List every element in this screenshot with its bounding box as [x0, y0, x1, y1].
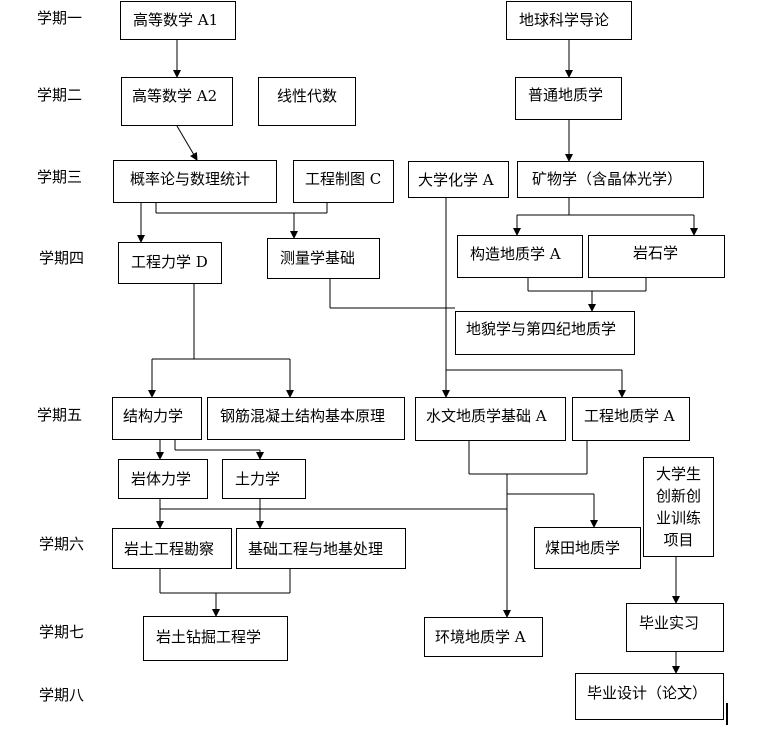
course-box-hydrogeology-a: 水文地质学基础 A	[415, 397, 566, 441]
course-box-mineralogy: 矿物学（含晶体光学）	[517, 161, 704, 198]
course-box-petrology: 岩石学	[588, 235, 725, 278]
semester-label-4: 学期四	[39, 249, 85, 267]
course-box-geomorphology-quaternary: 地貌学与第四纪地质学	[455, 311, 635, 355]
course-box-foundation-engineering: 基础工程与地基处理	[236, 528, 406, 569]
course-label: 水文地质学基础 A	[426, 407, 547, 425]
course-label: 钢筋混凝土结构基本原理	[220, 407, 386, 425]
course-box-surveying-basics: 测量学基础	[267, 238, 380, 279]
course-box-engineering-drawing-c: 工程制图 C	[293, 160, 394, 203]
course-box-environmental-geology-a: 环境地质学 A	[424, 617, 543, 657]
course-label: 概率论与数理统计	[130, 170, 251, 188]
semester-label-6: 学期六	[39, 535, 85, 553]
course-label: 测量学基础	[280, 249, 356, 267]
course-box-math-a1: 高等数学 A1	[120, 1, 236, 40]
course-label: 地貌学与第四纪地质学	[466, 320, 617, 338]
course-box-probability-statistics: 概率论与数理统计	[113, 160, 277, 203]
course-box-graduation-thesis: 毕业设计（论文）	[575, 673, 724, 720]
semester-label-5: 学期五	[37, 406, 83, 424]
course-box-geotechnical-drilling: 岩土钻掘工程学	[143, 616, 288, 661]
course-label: 工程制图 C	[305, 170, 382, 188]
course-box-engineering-mechanics-d: 工程力学 D	[118, 242, 222, 284]
semester-label-2: 学期二	[37, 86, 83, 104]
course-label: 高等数学 A1	[133, 11, 219, 29]
course-label: 高等数学 A2	[132, 87, 218, 105]
course-label: 煤田地质学	[545, 539, 621, 557]
course-box-reinforced-concrete: 钢筋混凝土结构基本原理	[207, 397, 405, 440]
course-label: 大学生 创新创 业训练 项目	[655, 465, 701, 549]
semester-label-1: 学期一	[37, 9, 83, 27]
semester-label-3: 学期三	[37, 168, 83, 186]
course-label: 毕业设计（论文）	[587, 684, 708, 702]
course-box-geotechnical-survey: 岩土工程勘察	[112, 528, 232, 569]
course-box-soil-mechanics: 土力学	[222, 459, 306, 499]
course-label: 结构力学	[123, 407, 184, 425]
course-label: 土力学	[235, 470, 281, 488]
course-box-structural-mechanics: 结构力学	[112, 397, 202, 440]
course-label: 岩土钻掘工程学	[156, 628, 262, 646]
course-label: 矿物学（含晶体光学）	[532, 170, 683, 188]
course-label: 岩石学	[633, 244, 679, 262]
course-label: 毕业实习	[639, 614, 700, 632]
course-box-earth-science-intro: 地球科学导论	[506, 1, 632, 40]
semester-label-8: 学期八	[39, 686, 85, 704]
course-box-innovation-project: 大学生 创新创 业训练 项目	[643, 457, 714, 557]
course-label: 工程力学 D	[131, 253, 208, 271]
course-box-graduation-internship: 毕业实习	[626, 603, 724, 652]
semester-label-7: 学期七	[39, 623, 85, 641]
course-box-linear-algebra: 线性代数	[258, 77, 356, 126]
course-label: 岩土工程勘察	[124, 540, 215, 558]
course-box-engineering-geology-a: 工程地质学 A	[572, 397, 690, 441]
course-label: 基础工程与地基处理	[248, 540, 384, 558]
course-box-rock-mechanics: 岩体力学	[118, 459, 208, 499]
course-label: 普通地质学	[528, 86, 604, 104]
course-label: 大学化学 A	[418, 171, 494, 189]
course-label: 工程地质学 A	[584, 407, 675, 425]
course-label: 岩体力学	[131, 470, 192, 488]
course-label: 地球科学导论	[519, 11, 610, 29]
course-label: 构造地质学 A	[470, 245, 561, 263]
course-box-general-geology: 普通地质学	[515, 77, 622, 120]
course-box-chemistry-a: 大学化学 A	[408, 161, 509, 198]
course-box-structural-geology-a: 构造地质学 A	[457, 235, 583, 278]
course-box-coalfield-geology: 煤田地质学	[534, 527, 641, 569]
course-label: 环境地质学 A	[435, 628, 526, 646]
course-label: 线性代数	[277, 87, 338, 105]
course-box-math-a2: 高等数学 A2	[121, 77, 233, 126]
